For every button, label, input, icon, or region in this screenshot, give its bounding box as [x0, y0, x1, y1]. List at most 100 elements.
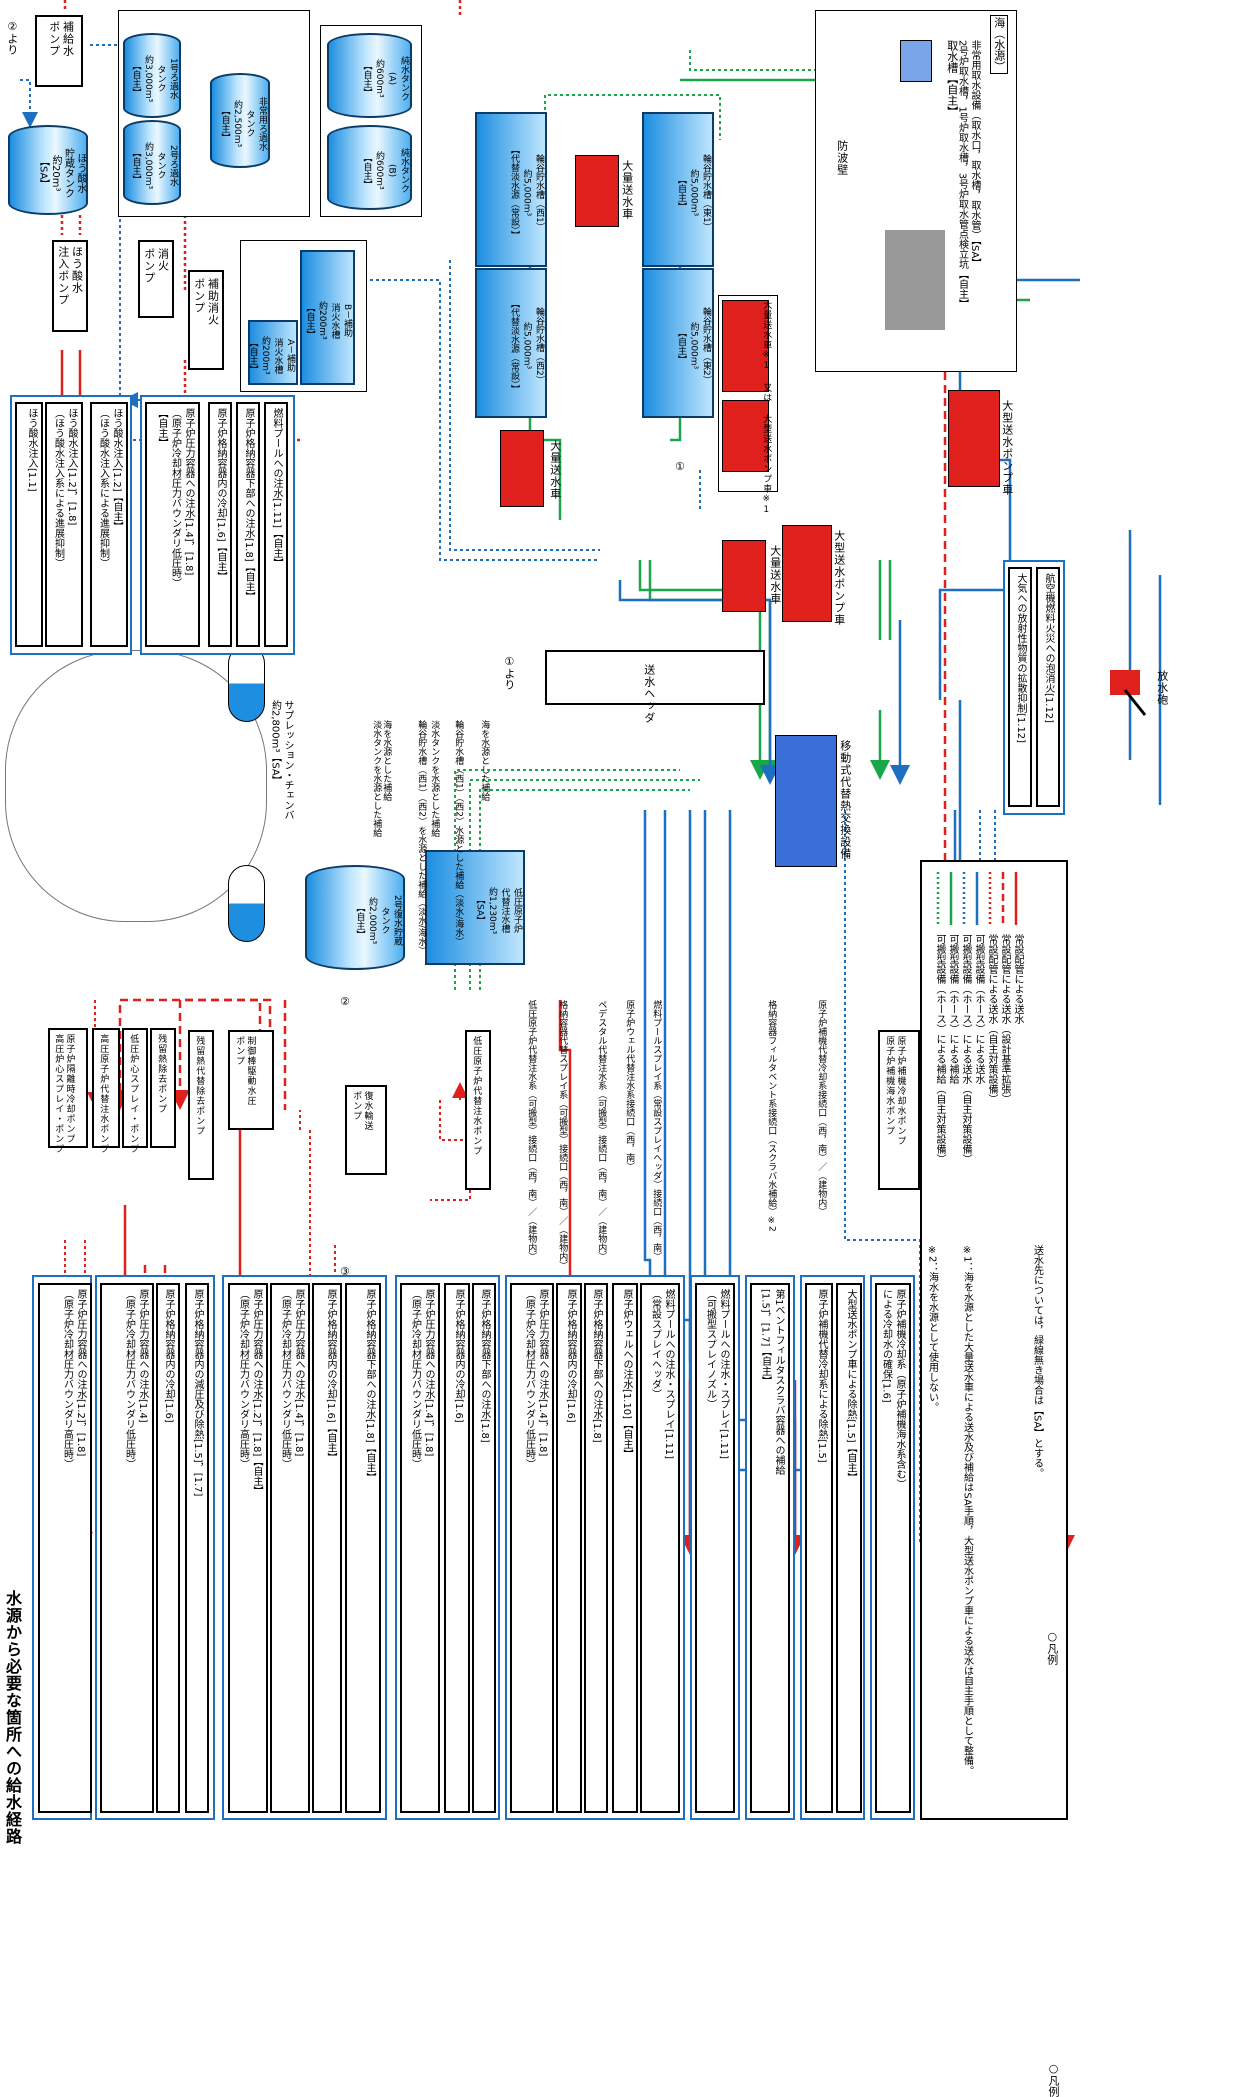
connection-line-label: 原子炉補機代替冷却系接続口（西，南）／（建物内） — [815, 1000, 826, 1216]
large-truck-1-label: 大量送水車 — [548, 440, 562, 500]
bottom-destination: 原子炉格納容器内の冷却[1.6] — [156, 1283, 180, 1813]
circle-2-label: ② — [340, 995, 350, 1009]
aux-fire-tank-b: B－補助 消火水槽 約200m³ 【自主】 — [300, 250, 355, 385]
hp-alt-pump: 高圧原子炉代替注水ポンプ — [92, 1028, 120, 1148]
bottom-destination: 原子炉ウェルへの注水[1.10]【自主】 — [612, 1283, 638, 1813]
reservoir-west-1-label: 輪谷貯水槽（西1） 約5,000m³ 【代替淡水源（常設）】 — [509, 145, 544, 240]
legend-note-intro: 送水先については，緑線無き場合は【SA】とする。 — [1030, 1245, 1043, 1805]
rhr-alt-pump-label: 残留熱代替除去ポンプ — [193, 1036, 204, 1136]
suppression-label: サプレッション・チェンバ 約2,800m³【SA】 — [268, 700, 293, 820]
boric-acid-tank-label: ほう酸水 貯蔵タンク 約20m³ 【SA】 — [38, 148, 87, 198]
injection-line-label: 輪谷貯水槽（西1）（西2）水源とした補給（淡水/海水） — [452, 720, 463, 946]
reservoir-east-2-label: 輪谷貯水槽（東2） 約5,000m³ 【自主】 — [676, 307, 711, 385]
bottom-destination: 原子炉圧力容器への注水[1.4]，[1.8] （原子炉冷却材圧力バウンダリ低圧時… — [510, 1283, 554, 1813]
condensate-transfer-pump: 復水輸送 ポンプ — [345, 1085, 387, 1175]
top-destination: 原子炉圧力容器への注水[1.4]，[1.8] （原子炉冷却材圧力バウンダリ低圧時… — [145, 402, 200, 647]
aux-fire-tank-a-label: A－補助 消火水槽 約200m³ 【自主】 — [248, 336, 296, 375]
makeup-water-pump-label: 補給水 ポンプ — [47, 21, 75, 57]
bottom-destination: 原子炉格納容器内の冷却[1.6] — [444, 1283, 470, 1813]
legend-heading-text: ○凡例 — [1045, 1630, 1059, 1665]
legend-heading: ○凡例 — [1046, 2062, 1060, 2097]
legend-swatch — [1010, 870, 1022, 930]
legend-item-label: 常設配管による送水（設計基準拡張） — [997, 934, 1012, 1104]
aux-fire-pump-label: 補助消火 ポンプ — [192, 278, 220, 326]
bottom-destination: 燃料プールへの注水・スプレイ[1.11] （可搬型スプレイノズル） — [695, 1283, 735, 1813]
crd-pump: 制御棒駆動水圧 ポンプ — [228, 1030, 274, 1130]
lpcs-pump: 低圧炉心スプレイ・ポンプ — [122, 1028, 148, 1148]
large-truck-2 — [575, 155, 619, 227]
rhr-pump-label: 残留熱除去ポンプ — [155, 1034, 166, 1114]
pure-tank-b: 純水タンク (B) 約600m³ 【自主】 — [327, 125, 412, 210]
rcic-hpcs-pump: 原子炉隔離時冷却ポンプ 高圧炉心スプレイ・ポンプ — [48, 1028, 88, 1148]
big-pump-truck-2 — [948, 390, 1000, 487]
bottom-destination: 原子炉補機代替冷却系による除熱[1.5] — [805, 1283, 833, 1813]
filter-tank-1: 1号ろ過水 タンク 約3,000m³ 【自主】 — [123, 33, 181, 118]
diagram-title: 水源から必要な箇所への給水経路 — [2, 1590, 22, 1845]
condensate-transfer-pump-label: 復水輸送 ポンプ — [350, 1091, 373, 1131]
sea-label: 海（水源） — [990, 15, 1008, 74]
bottom-destination: 原子炉圧力容器への注水[1.4]，[1.8] （原子炉冷却材圧力バウンダリ低圧時… — [270, 1283, 310, 1813]
bottom-destination: 第1ベントフィルタスクラバ容器への補給 [1.5]，[1.7]【自主】 — [750, 1283, 790, 1813]
pure-tank-a: 純水タンク (A) 約600m³ 【自主】 — [327, 33, 412, 118]
connection-line-label: 低圧原子炉代替注水系（可搬型）接続口（西，南）／（建物内） — [525, 1000, 536, 1261]
filter-tank-1-label: 1号ろ過水 タンク 約3,000m³ 【自主】 — [131, 55, 179, 102]
connection-line-label: 格納容器代替スプレイ系（可搬型）接続口（西，南）／（建物内） — [556, 1000, 567, 1270]
hp-alt-pump-label: 高圧原子炉代替注水ポンプ — [97, 1034, 108, 1154]
intake-pit-1 — [900, 40, 932, 82]
bottom-destination: 大型送水ポンプ車による除熱[1.5]【自主】 — [836, 1283, 862, 1813]
bottom-destination: 原子炉圧力容器への注水[1.2]，[1.8] （原子炉冷却材圧力バウンダリ高圧時… — [38, 1283, 92, 1813]
sea-intake-label: 非常用取水設備（取水口，取水槽，取水管）【SA】 2号炉取水槽，1号炉取水槽，3… — [955, 40, 980, 309]
reservoir-west-1: 輪谷貯水槽（西1） 約5,000m³ 【代替淡水源（常設）】 — [475, 112, 547, 267]
connection-line-label: ペデスタル代替注水系（可搬型）接続口（西，南）／（建物内） — [595, 1000, 606, 1261]
reservoir-west-2-label: 輪谷貯水槽（西2） 約5,000m³ 【代替淡水源（常設）】 — [509, 299, 544, 394]
legend-item-label: 可搬型設備（ホース）による補給（自主対策設備） — [932, 934, 947, 1164]
large-truck-2-label: 大量送水車 — [620, 160, 634, 220]
filter-tank-2: 2号ろ過水 タンク 約3,000m³ 【自主】 — [123, 120, 181, 205]
lp-alt-tank: 低圧原子炉 代替注水槽 約1,230m³ 【SA】 — [425, 850, 525, 965]
circle-1-label: ① — [675, 460, 685, 474]
seawall-label: 防波壁 — [835, 140, 849, 176]
right-destination: 航空機燃料火災への泡消火[1.12] — [1036, 567, 1060, 807]
reservoir-east-2: 輪谷貯水槽（東2） 約5,000m³ 【自主】 — [642, 268, 714, 418]
right-destination: 大気への放射性物質の拡散抑制[1.12] — [1008, 567, 1032, 807]
crd-pump-label: 制御棒駆動水圧 ポンプ — [233, 1036, 256, 1106]
connection-line-label: 格納容器フィルタベント系接続口（スクラバ水補給）※2 — [765, 1000, 776, 1232]
cannon-icon — [1100, 660, 1150, 720]
big-pump-truck-1 — [782, 525, 832, 622]
bottom-destination: 原子炉格納容器内の冷却[1.6]【自主】 — [312, 1283, 342, 1813]
bottom-destination: 燃料プールへの注水・スプレイ[1.11] （常設スプレイヘッダ） — [640, 1283, 680, 1813]
fire-pump-label: 消火 ポンプ — [142, 248, 170, 284]
fire-pump: 消火 ポンプ — [138, 240, 174, 318]
injection-line-label: 淡水タンクを水源とした補給 — [428, 720, 439, 837]
legend-note-1: ※1：海を水源とした大量送水車による送水及び補給はSA手順，大型送水ポンプ車によ… — [960, 1245, 973, 1805]
legend-item: 可搬型設備（ホース）による補給（自主対策設備） — [932, 870, 944, 1240]
large-truck-3 — [722, 540, 766, 612]
legend-swatch — [932, 870, 944, 930]
lp-alt-pump-label: 低圧原子炉代替注水ポンプ — [470, 1036, 481, 1156]
condensate-tank-label: 2号復水貯蔵 タンク 約2,000m³ 【自主】 — [355, 895, 403, 946]
legend-note-2: ※2：海水を水源として使用しない。 — [925, 1245, 938, 1805]
rcic-hpcs-pump-label: 原子炉隔離時冷却ポンプ 高圧炉心スプレイ・ポンプ — [52, 1034, 75, 1154]
filter-tank-2-label: 2号ろ過水 タンク 約3,000m³ 【自主】 — [131, 142, 179, 189]
mobile-exchanger-label: 移動式代替熱交換設備 — [838, 740, 852, 860]
connection-line-label: 原子炉ウェル代替注水系接続口（西，南） — [623, 1000, 634, 1171]
rcw-pump-label: 原子炉補機冷却水ポンプ 原子炉補機海水ポンプ — [883, 1036, 906, 1146]
bottom-destination: 原子炉格納容器下部への注水[1.8] — [472, 1283, 496, 1813]
bottom-destination: 原子炉圧力容器への注水[1.2]，[1.8]【自主】 （原子炉冷却材圧力バウンダ… — [228, 1283, 268, 1813]
aux-fire-tank-b-label: B－補助 消火水槽 約200m³ 【自主】 — [305, 301, 353, 340]
top-destination: 原子炉格納容器下部への注水[1.8]【自主】 — [236, 402, 260, 647]
boric-acid-injection-pump-label: ほう酸水 注入ポンプ — [56, 246, 84, 306]
top-destination: 燃料プールへの注水[1.11]【自主】 — [264, 402, 288, 647]
legend-swatch — [971, 870, 983, 930]
bottom-destination: 原子炉格納容器下部への注水[1.8] — [584, 1283, 608, 1813]
large-or-big-label: 大量送水車※1 又は 大型送水ポンプ車※1 — [760, 300, 771, 516]
emergency-filter-tank: 非常用ろ過水 タンク 約2,500m³ 【自主】 — [210, 73, 270, 168]
lp-alt-tank-label: 低圧原子炉 代替注水槽 約1,230m³ 【SA】 — [475, 887, 523, 934]
bottom-destination: 原子炉補機冷却系（原子炉補機海水系含む） による冷却水の確保[1.6] — [875, 1283, 911, 1813]
rhr-alt-pump: 残留熱代替除去ポンプ — [188, 1030, 214, 1180]
bottom-destination: 原子炉圧力容器への注水[1.4]，[1.8] （原子炉冷却材圧力バウンダリ低圧時… — [400, 1283, 440, 1813]
bottom-destination: 原子炉格納容器内の減圧及び除熱[1.5]，[1.7] — [185, 1283, 209, 1813]
legend-swatch — [997, 870, 1009, 930]
lp-alt-pump: 低圧原子炉代替注水ポンプ — [465, 1030, 491, 1190]
top-destination: 原子炉格納容器内の冷却[1.6]【自主】 — [208, 402, 232, 647]
